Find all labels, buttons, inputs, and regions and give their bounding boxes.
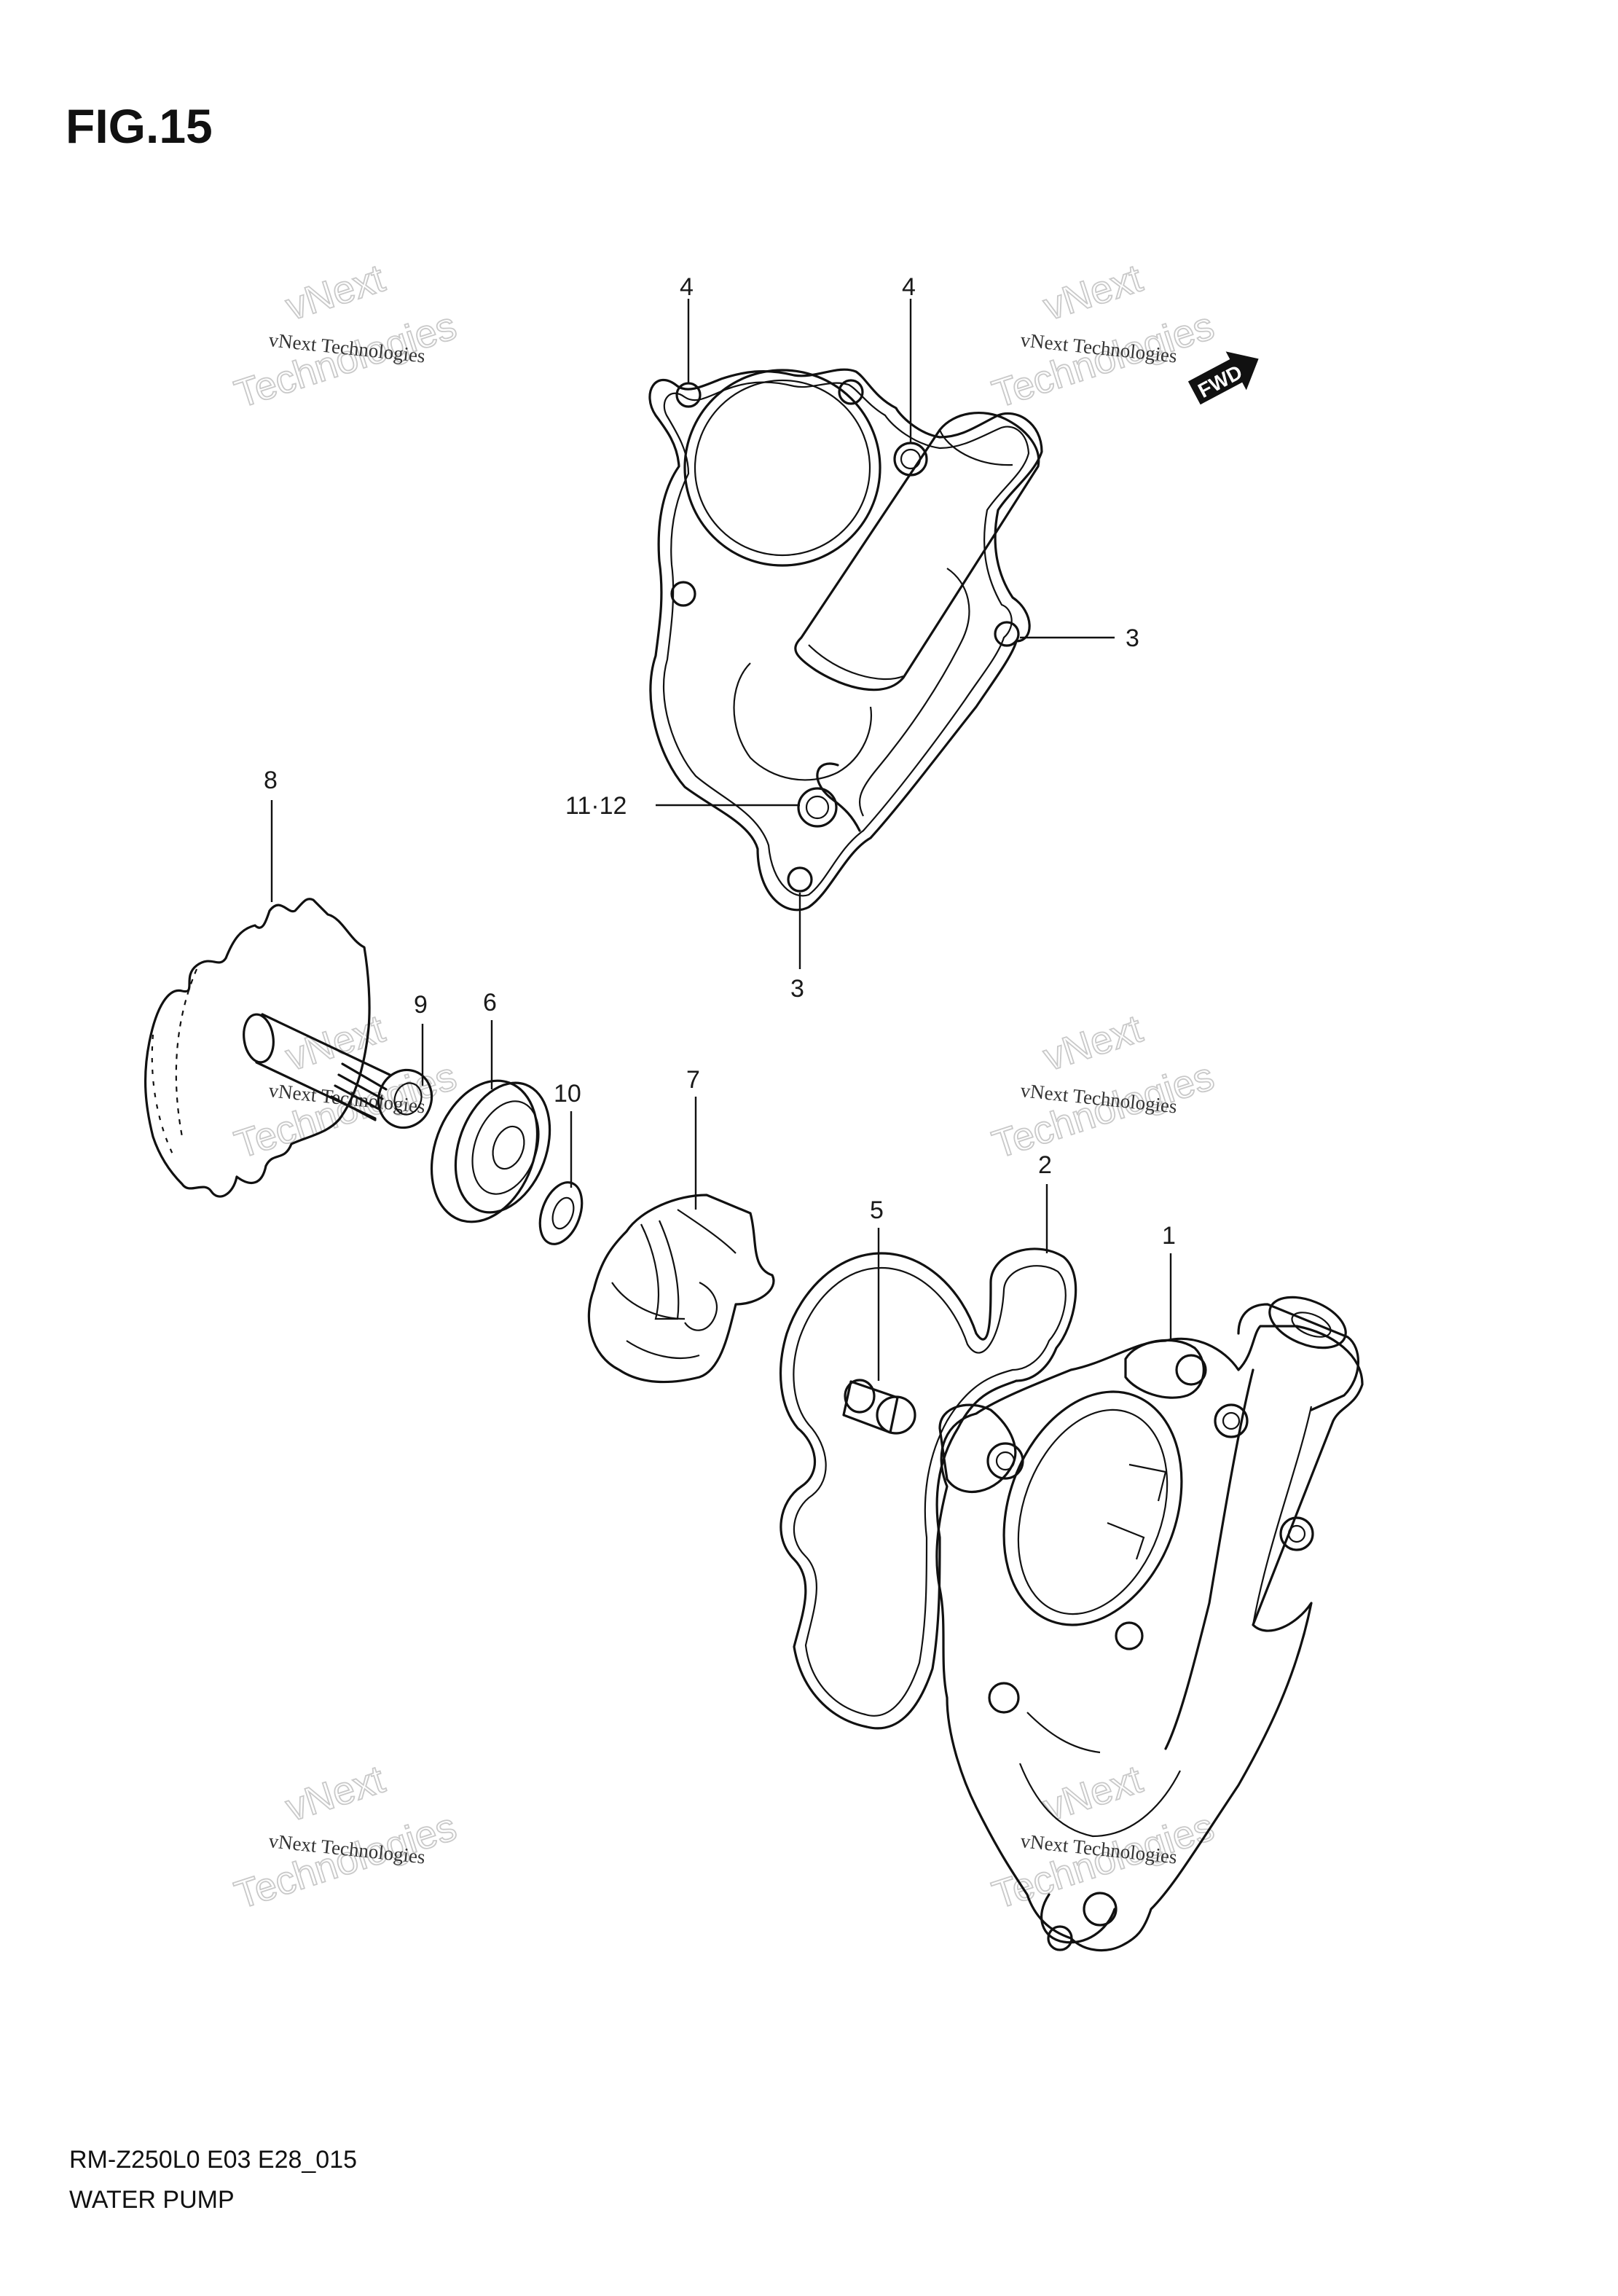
cover-bolt-hole [675, 382, 702, 408]
cover-main-bore [683, 369, 881, 567]
impeller-7 [587, 1194, 775, 1384]
watermark-mid-right: vNext Technologies vNext Technologies [986, 1006, 1220, 1168]
watermark-bottom-left: vNext Technologies vNext Technologies [229, 1757, 462, 1919]
watermark-top-left: vNext Technologies vNext Technologies [229, 256, 462, 418]
body-main-bore [1002, 1390, 1183, 1626]
cover-bolt-hole [838, 379, 864, 405]
watermark-brand-small: vNext [1038, 1007, 1147, 1080]
body-outlet-pipe [1237, 1303, 1360, 1411]
cover-bolt-hole [787, 866, 813, 893]
callout-11-12: 11·12 [565, 792, 627, 820]
watermark-brand-small: vNext [280, 1007, 390, 1080]
callout-3-bottom: 3 [790, 975, 804, 1003]
watermark-brand-small: vNext [1038, 256, 1147, 329]
callout-6: 6 [483, 989, 497, 1016]
callout-7: 7 [686, 1066, 700, 1094]
callout-5: 5 [870, 1196, 884, 1224]
callout-leaders [270, 299, 1172, 1381]
watermark-brand-large: Technologies [229, 304, 461, 416]
cover-bolt-hole [670, 581, 696, 607]
watermark-brand-large: Technologies [987, 1805, 1219, 1917]
cover-outlet-pipe [794, 411, 1040, 691]
watermark-brand-large: Technologies [987, 304, 1219, 416]
pump-body-1 [935, 1296, 1364, 1952]
callout-1: 1 [1162, 1222, 1176, 1250]
figure-code: RM-Z250L0 E03 E28_015 [69, 2146, 357, 2174]
cover-bolt-hole-4 [893, 442, 928, 477]
cover-drain-hole [797, 787, 838, 828]
watermark-brand-large: Technologies [987, 1054, 1219, 1167]
figure-title: FIG.15 [66, 99, 213, 153]
watermark-top-right: vNext Technologies vNext Technologies [986, 256, 1220, 418]
callout-9: 9 [414, 991, 428, 1019]
callout-4-left: 4 [680, 273, 694, 301]
dowel-pin-5 [842, 1379, 916, 1435]
washer-10 [538, 1181, 584, 1245]
watermark-brand-small: vNext [1038, 1758, 1147, 1830]
callout-8: 8 [264, 767, 278, 794]
bearing-6 [430, 1079, 551, 1223]
callout-4-right: 4 [902, 273, 916, 301]
callout-10: 10 [554, 1080, 581, 1108]
callout-3-right: 3 [1126, 624, 1139, 652]
callout-2: 2 [1038, 1151, 1052, 1179]
pump-cover [648, 368, 1043, 912]
watermark-brand-large: Technologies [229, 1805, 461, 1917]
washer-9 [377, 1068, 433, 1129]
figure-name: WATER PUMP [69, 2186, 235, 2214]
o-ring-gasket-2 [779, 1247, 1077, 1730]
cover-bolt-hole [994, 621, 1020, 647]
watermark-mid-left: vNext Technologies vNext Technologies [229, 1006, 462, 1168]
watermark-brand-small: vNext [280, 1758, 390, 1830]
impeller-shaft-gear [144, 898, 391, 1198]
shaft-thread [330, 1062, 388, 1121]
watermark-brand-small: vNext [280, 256, 390, 329]
